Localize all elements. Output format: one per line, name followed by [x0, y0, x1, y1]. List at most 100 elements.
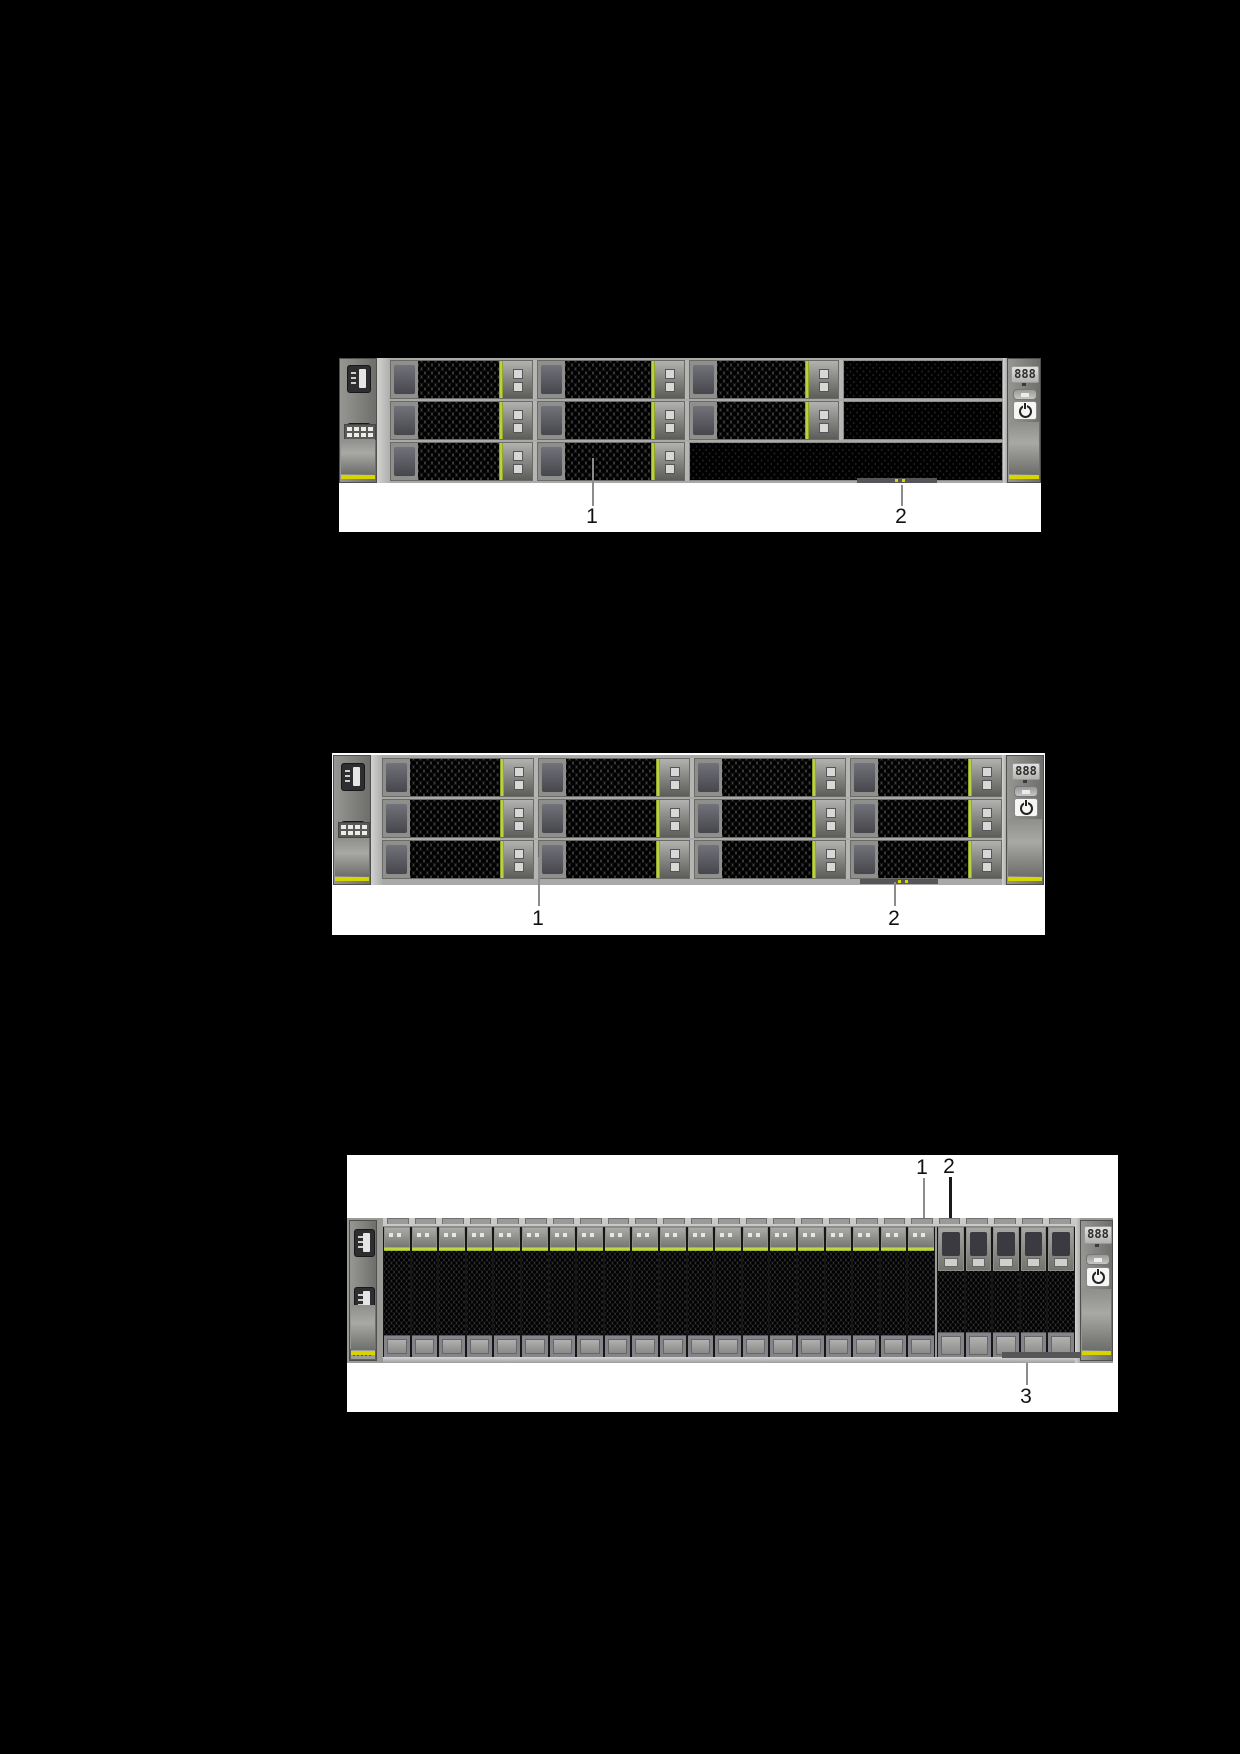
filler-bay-block — [937, 1227, 1075, 1357]
drive-handle — [656, 841, 689, 878]
drive-bay-2.5 — [797, 1227, 824, 1357]
power-icon — [1019, 802, 1033, 815]
drive-handle — [651, 443, 684, 480]
drive-led-stripe — [880, 1247, 907, 1251]
drive-bay-2.5 — [384, 1227, 410, 1357]
drive-mesh — [908, 1251, 934, 1335]
drive-led-stripe — [812, 841, 816, 878]
power-button — [1086, 1267, 1110, 1287]
drive-activity-led — [913, 1233, 918, 1237]
drive-fault-led — [783, 1233, 788, 1237]
drive-led-stripe — [770, 1247, 796, 1251]
drive-release-button — [665, 451, 675, 462]
callout-number-1: 1 — [586, 505, 598, 528]
drive-tray-tab — [385, 762, 408, 793]
drive-activity-led — [664, 1233, 669, 1237]
drive-led-stripe — [968, 800, 972, 837]
drive-tray-foot — [770, 1335, 796, 1357]
callout-number-3: 3 — [1020, 1385, 1032, 1408]
left-mounting-ear — [339, 358, 377, 483]
drive-bay-2.5 — [549, 1227, 576, 1357]
drive-bay-2.5 — [439, 1227, 465, 1357]
fault-diagnosis-led-display: 888 — [1011, 366, 1039, 383]
drive-mesh — [410, 800, 500, 837]
chassis-rail — [1002, 755, 1006, 885]
drive-led-stripe — [908, 1247, 934, 1251]
drive-mesh — [577, 1251, 603, 1335]
drive-activity-led — [802, 1233, 807, 1237]
drive-handle — [968, 800, 1001, 837]
drive-fault-led — [755, 1233, 760, 1237]
drive-fault-led — [700, 1233, 705, 1237]
drive-mesh — [565, 361, 651, 398]
drive-led-stripe — [825, 1247, 852, 1251]
drive-bay-3.5 — [850, 840, 1002, 879]
ear-latch-panel — [1082, 1289, 1111, 1350]
chassis-bottom-rail — [383, 1357, 1075, 1363]
drive-bay-3.5 — [850, 799, 1002, 838]
drive-fault-led — [562, 1233, 567, 1237]
drive-bay-2.5 — [577, 1227, 603, 1357]
drive-bay-2.5 — [604, 1227, 631, 1357]
drive-fault-led — [397, 1233, 401, 1237]
ear-yellow-stripe — [1082, 1351, 1111, 1355]
health-indicator — [1086, 1254, 1110, 1265]
drive-handle — [500, 759, 533, 796]
filler-handle-recess — [997, 1232, 1015, 1256]
drive-led-stripe — [632, 1247, 658, 1251]
drive-fault-led — [921, 1233, 926, 1237]
bay-gap — [533, 401, 537, 440]
drive-activity-led — [471, 1233, 476, 1237]
drive-mesh — [825, 1251, 852, 1335]
drive-tray-tab — [697, 844, 720, 875]
drive-led-stripe — [812, 800, 816, 837]
drive-handle — [805, 402, 838, 439]
bay-gap — [839, 360, 843, 399]
drive-handle-cap — [577, 1227, 603, 1247]
drive-release-button — [514, 780, 524, 791]
drive-fault-led — [866, 1233, 871, 1237]
drive-tray-tab — [692, 405, 715, 436]
drive-release-button — [670, 808, 680, 819]
drive-activity-led — [609, 1233, 614, 1237]
drive-release-button — [514, 849, 524, 860]
drive-handle-cap — [494, 1227, 520, 1247]
drive-handle — [500, 800, 533, 837]
drive-led-stripe — [742, 1247, 769, 1251]
drive-bay-2.5 — [659, 1227, 686, 1357]
bay-gap — [533, 360, 537, 399]
drive-filler-bay — [1020, 1227, 1047, 1357]
drive-mesh — [687, 1251, 714, 1335]
drive-led-stripe — [797, 1247, 824, 1251]
filler-latch-bar — [999, 1258, 1013, 1267]
drive-tray-foot — [549, 1335, 576, 1357]
bay-gap — [534, 758, 538, 797]
drive-bay-3.5 — [390, 442, 533, 481]
fault-diagnosis-led-display: 888 — [1084, 1226, 1112, 1244]
slot-number-tab — [442, 1218, 464, 1224]
slot-number-tab — [745, 1218, 768, 1224]
drive-bay-3.5 — [382, 799, 534, 838]
drive-bay-3.5 — [538, 799, 690, 838]
drive-release-button — [670, 821, 680, 832]
filler-mesh — [1048, 1271, 1074, 1332]
drive-led-stripe — [577, 1247, 603, 1251]
power-icon — [1018, 405, 1032, 418]
indicator-led-cluster — [344, 424, 376, 440]
right-control-ear: 888 — [1080, 1220, 1113, 1361]
drive-bay-2.5 — [770, 1227, 796, 1357]
drive-release-button — [982, 780, 992, 791]
drive-tray-tab — [697, 803, 720, 834]
power-button — [1013, 401, 1037, 420]
drive-bay-2.5 — [742, 1227, 769, 1357]
drive-tray-foot — [825, 1335, 852, 1357]
drive-mesh — [566, 800, 656, 837]
drive-tray-foot — [577, 1335, 603, 1357]
drive-fault-led — [424, 1233, 429, 1237]
callout-number-2: 2 — [895, 505, 907, 528]
drive-led-stripe — [521, 1247, 548, 1251]
drive-mesh — [880, 1251, 907, 1335]
drive-bay-2.5 — [853, 1227, 879, 1357]
drive-release-button — [665, 464, 675, 475]
drive-mesh — [715, 1251, 741, 1335]
